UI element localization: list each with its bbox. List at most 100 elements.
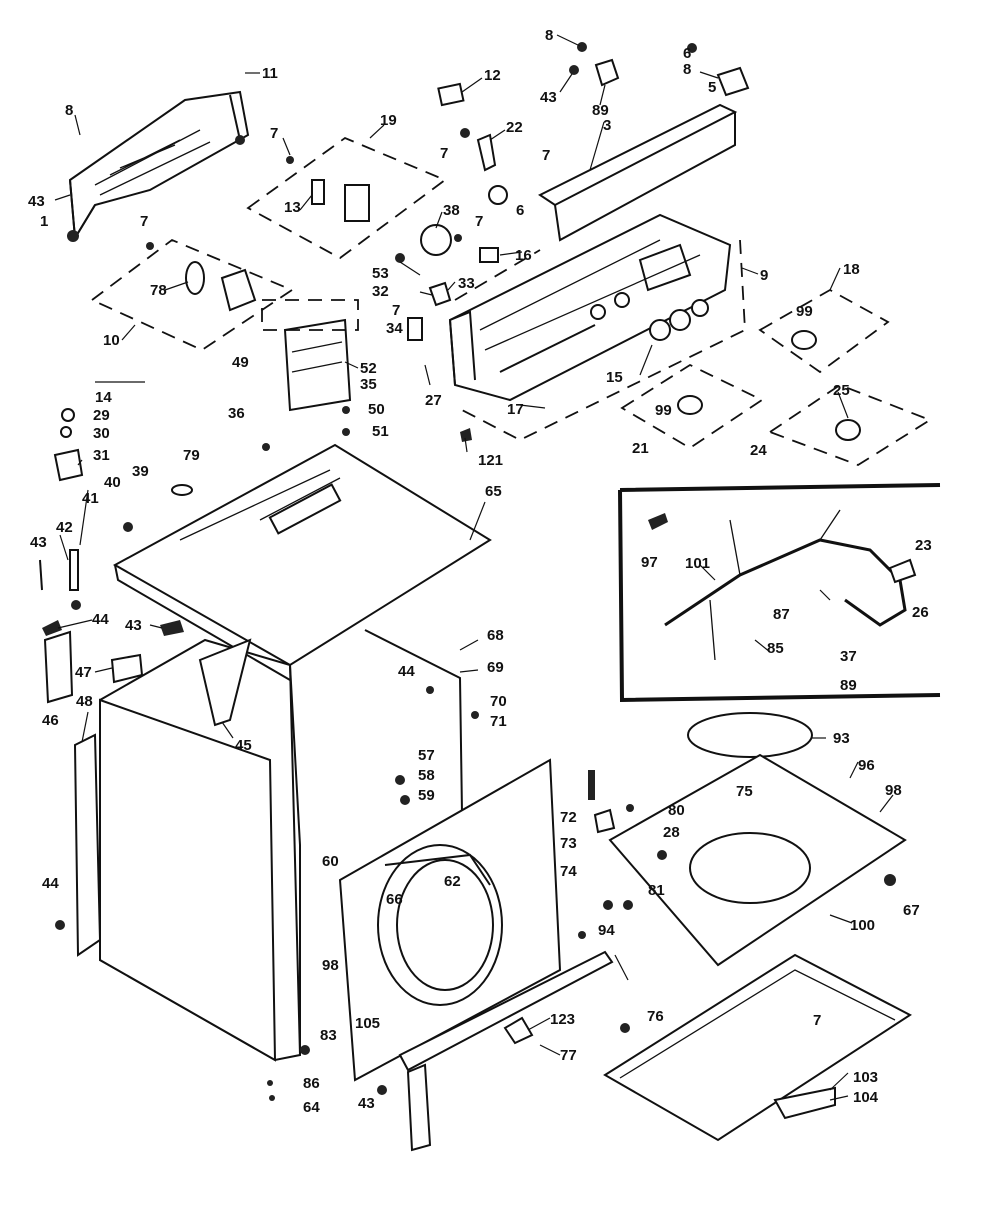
part-label: 23 [915, 537, 932, 554]
part-label: 94 [598, 922, 615, 939]
leader-lines [54, 34, 894, 1101]
part-label: 49 [232, 354, 249, 371]
gasket-ring-93 [687, 712, 813, 758]
part-label: 5 [708, 79, 716, 96]
part-label: 66 [386, 891, 403, 908]
part-label: 79 [183, 447, 200, 464]
part-label: 65 [485, 483, 502, 500]
part-label: 105 [355, 1015, 380, 1032]
part-label: 89 [592, 102, 609, 119]
part-label: 12 [484, 67, 501, 84]
part-label: 98 [322, 957, 339, 974]
dashed-box-24 [768, 383, 932, 466]
part-label: 17 [507, 401, 524, 418]
part-label: 99 [796, 303, 813, 320]
part-number-labels: 8 8 43 89 3 6 5 11 8 43 1 12 22 7 7 19 7… [28, 27, 932, 1116]
part-label: 44 [398, 663, 415, 680]
part-label: 32 [372, 283, 389, 300]
top-rail-part [538, 103, 738, 242]
bottom-panel-103 [603, 953, 912, 1142]
top-left-hood-part [67, 90, 250, 242]
part-label: 37 [840, 648, 857, 665]
part-label: 30 [93, 425, 110, 442]
part-label: 31 [93, 447, 110, 464]
part-label: 39 [132, 463, 149, 480]
part-label: 50 [368, 401, 385, 418]
part-label: 15 [606, 369, 623, 386]
part-label: 60 [322, 853, 339, 870]
part-label: 14 [95, 389, 112, 406]
part-label: 57 [418, 747, 435, 764]
dashed-box-19 [246, 136, 447, 260]
part-label: 121 [478, 452, 503, 469]
part-label: 43 [125, 617, 142, 634]
part-label: 29 [93, 407, 110, 424]
part-label: 7 [440, 145, 448, 162]
part-label: 45 [235, 737, 252, 754]
part-label: 10 [103, 332, 120, 349]
dashed-box-18 [758, 288, 890, 374]
part-label: 51 [372, 423, 389, 440]
part-label: 44 [92, 611, 109, 628]
part-label: 44 [42, 875, 59, 892]
part-label: 7 [813, 1012, 821, 1029]
part-label: 11 [262, 65, 278, 82]
part-label: 103 [853, 1069, 878, 1086]
part-label: 69 [487, 659, 504, 676]
part-label: 83 [320, 1027, 337, 1044]
part-label: 71 [490, 713, 507, 730]
hardware-parts [39, 42, 917, 1101]
part-label: 73 [560, 835, 577, 852]
part-label: 80 [668, 802, 685, 819]
part-label: 33 [458, 275, 475, 292]
wire-harness-inset [618, 483, 941, 703]
part-label: 46 [42, 712, 59, 729]
part-label: 36 [228, 405, 245, 422]
part-label: 64 [303, 1099, 320, 1116]
front-door-frame [338, 758, 562, 1082]
part-label: 7 [475, 213, 483, 230]
part-label: 9 [760, 267, 768, 284]
part-label: 38 [443, 202, 460, 219]
part-label: 85 [767, 640, 784, 657]
part-label: 42 [56, 519, 73, 536]
dashed-box-21 [620, 363, 764, 450]
part-label: 75 [736, 783, 753, 800]
part-label: 87 [773, 606, 790, 623]
part-label: 58 [418, 767, 435, 784]
part-label: 43 [30, 534, 47, 551]
side-panel-48 [73, 733, 102, 957]
part-label: 43 [28, 193, 45, 210]
part-label: 27 [425, 392, 442, 409]
part-label: 98 [885, 782, 902, 799]
part-label: 67 [903, 902, 920, 919]
part-label: 96 [858, 757, 875, 774]
part-label: 7 [140, 213, 148, 230]
part-label: 28 [663, 824, 680, 841]
part-label: 52 [360, 360, 377, 377]
part-label: 47 [75, 664, 92, 681]
part-label: 8 [683, 61, 691, 78]
part-label: 22 [506, 119, 523, 136]
part-label: 26 [912, 604, 929, 621]
part-label: 89 [840, 677, 857, 694]
toe-bracket [406, 1063, 432, 1152]
part-label: 19 [380, 112, 397, 129]
part-label: 25 [833, 382, 850, 399]
part-label: 6 [683, 45, 691, 62]
part-label: 86 [303, 1075, 320, 1092]
part-label: 3 [603, 117, 611, 134]
part-label: 81 [648, 882, 665, 899]
part-label: 59 [418, 787, 435, 804]
part-label: 53 [372, 265, 389, 282]
part-label: 77 [560, 1047, 577, 1064]
control-panel-console [448, 213, 732, 402]
part-label: 8 [545, 27, 553, 44]
part-label: 68 [487, 627, 504, 644]
part-label: 76 [647, 1008, 664, 1025]
part-label: 40 [104, 474, 121, 491]
part-label: 99 [655, 402, 672, 419]
part-label: 34 [386, 320, 403, 337]
